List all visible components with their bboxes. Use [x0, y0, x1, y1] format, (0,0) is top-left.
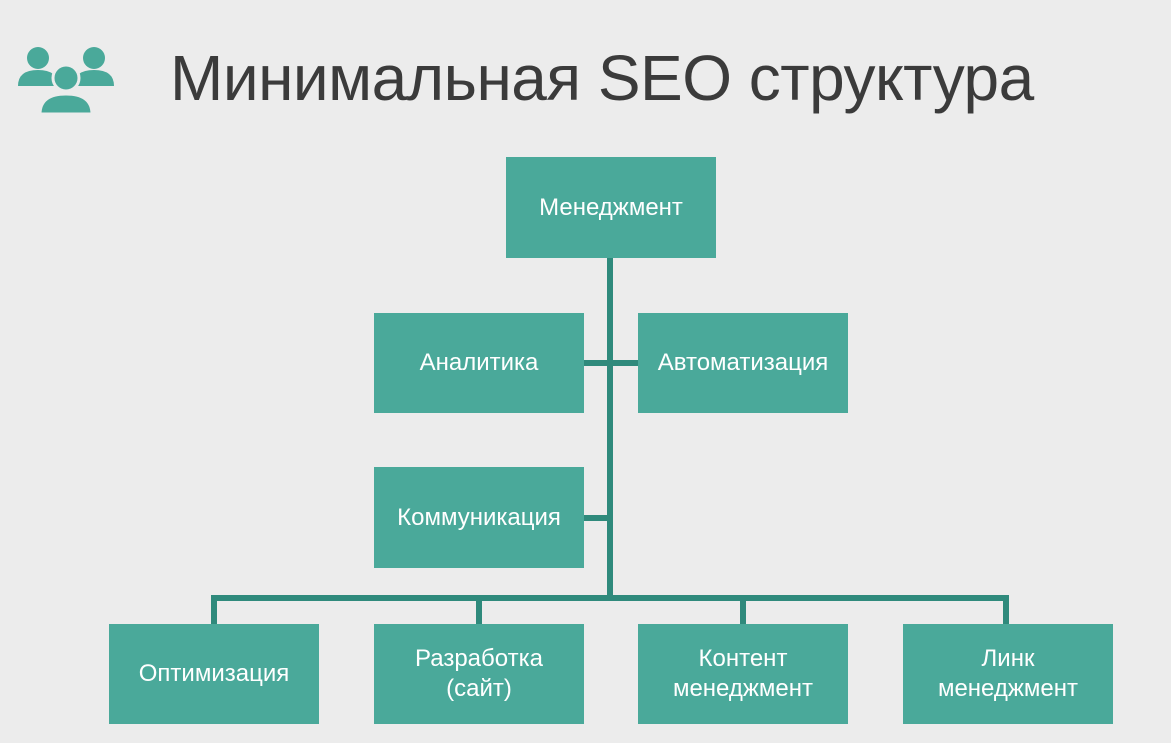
node-development: Разработка (сайт) — [374, 624, 584, 724]
node-optimization: Оптимизация — [109, 624, 319, 724]
node-communication: Коммуникация — [374, 467, 584, 568]
node-link-management: Линк менеджмент — [903, 624, 1113, 724]
node-content-management: Контент менеджмент — [638, 624, 848, 724]
people-group-icon — [18, 47, 114, 116]
node-management: Менеджмент — [506, 157, 716, 258]
node-analytics: Аналитика — [374, 313, 584, 413]
node-automation: Автоматизация — [638, 313, 848, 413]
page-title: Минимальная SEO структура — [170, 42, 1034, 114]
